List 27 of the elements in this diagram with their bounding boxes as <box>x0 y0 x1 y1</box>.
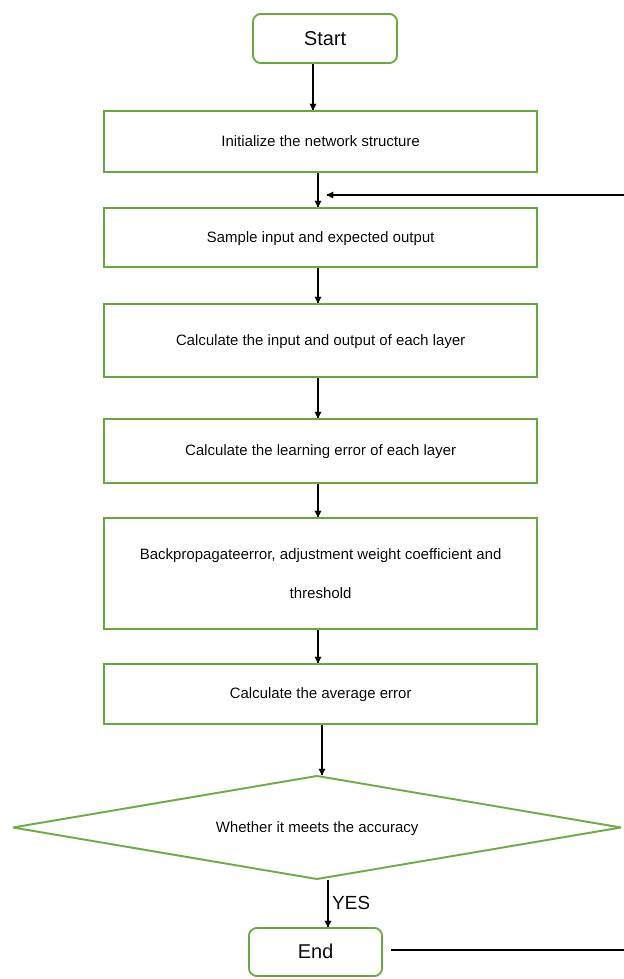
arrow <box>314 173 322 208</box>
arrow <box>314 268 322 304</box>
process-box <box>103 207 538 268</box>
node-text: End <box>298 940 334 964</box>
node-text: Initialize the network structure <box>221 132 420 152</box>
arrow <box>310 64 316 111</box>
terminal-box <box>248 927 383 977</box>
arrow <box>314 378 322 419</box>
arrow <box>326 192 624 198</box>
process-box <box>103 517 538 630</box>
arrow <box>314 484 322 518</box>
node-text: Sample input and expected output <box>206 228 434 248</box>
node-text: Calculate the learning error of each layer <box>185 441 456 461</box>
node-text: Backpropagateerror, adjustment weight coefficient and threshold <box>138 544 502 604</box>
node-text: Start <box>304 26 346 50</box>
process-box <box>103 303 538 378</box>
process-box <box>103 418 538 484</box>
arrow <box>324 880 332 928</box>
node-text: Calculate the average error <box>230 684 412 704</box>
arrow <box>314 630 322 664</box>
process-box <box>103 110 538 173</box>
arrow <box>318 725 326 776</box>
terminal-box <box>252 13 398 64</box>
edge-label: YES <box>332 894 370 912</box>
node-text: Whether it meets the accuracy <box>216 818 418 838</box>
process-box <box>103 663 538 725</box>
node-text: Calculate the input and output of each layer <box>176 330 466 350</box>
